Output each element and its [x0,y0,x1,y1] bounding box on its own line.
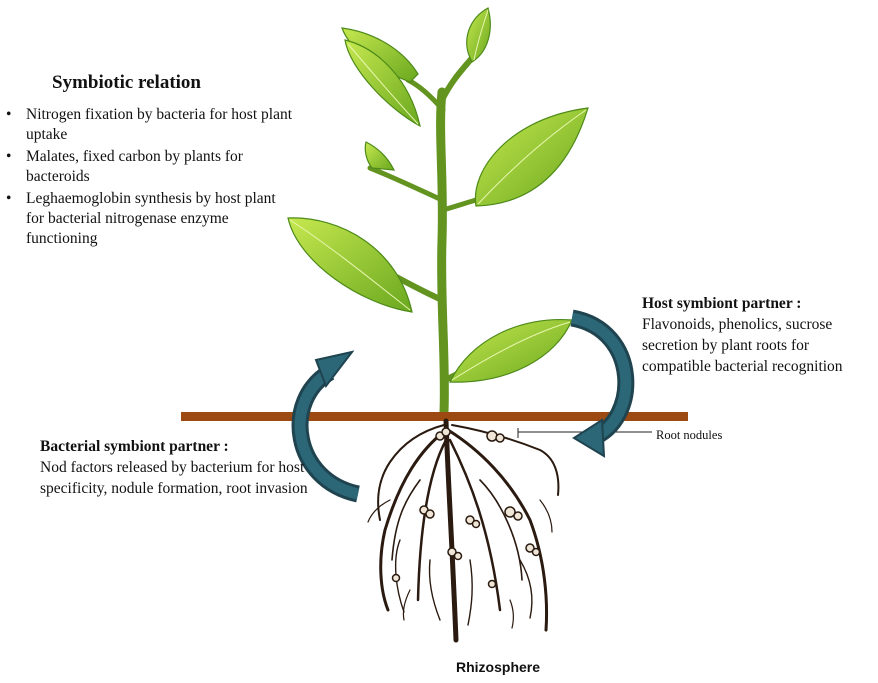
root-nodules [393,428,540,588]
host-symbiont-text: Flavonoids, phenolics, sucrose secretion… [642,316,843,375]
leaf-top [467,8,491,62]
host-symbiont-partner: Host symbiont partner : Flavonoids, phen… [642,293,878,377]
root-nodules-label: Root nodules [656,428,722,443]
symbiotic-relation-title: Symbiotic relation [52,72,201,94]
list-item: Malates, fixed carbon by plants for bact… [6,147,296,187]
rhizosphere-label: Rhizosphere [456,659,540,675]
bacterial-symbiont-heading: Bacterial symbiont partner : [40,436,310,457]
list-item: Nitrogen fixation by bacteria for host p… [6,105,296,145]
list-item: Leghaemoglobin synthesis by host plant f… [6,189,296,249]
bacterial-symbiont-partner: Bacterial symbiont partner : Nod factors… [40,436,310,499]
bacterial-symbiont-text: Nod factors released by bacterium for ho… [40,459,308,497]
root-system [368,421,558,640]
host-to-bacteria-arrow [572,318,626,456]
leaf-lower-right [450,320,572,383]
leaf-lower-left [288,218,412,312]
symbiotic-relation-list: Nitrogen fixation by bacteria for host p… [6,105,296,251]
leaf-mid-right [475,108,588,206]
host-symbiont-heading: Host symbiont partner : [642,293,878,314]
